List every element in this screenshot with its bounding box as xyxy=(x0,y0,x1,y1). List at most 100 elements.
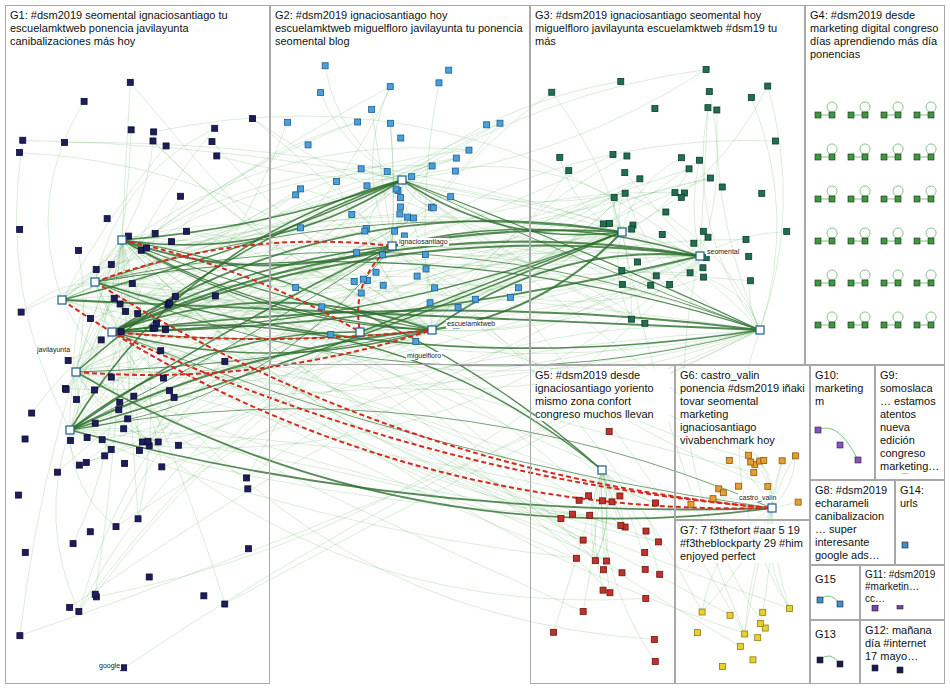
vertex xyxy=(600,587,606,593)
vertex xyxy=(914,322,920,328)
group-panel: G2: #dsm2019 ignaciosantiago hoy escuela… xyxy=(270,5,530,365)
vertex xyxy=(144,245,150,251)
group-panel: G1: #dsm2019 seomental ignaciosantiago t… xyxy=(5,5,270,684)
network-link xyxy=(225,330,432,362)
vertex xyxy=(652,106,658,112)
hub-vertex xyxy=(356,328,364,336)
hub-vertex xyxy=(618,228,626,236)
vertex xyxy=(362,228,368,234)
vertex xyxy=(862,196,868,202)
vertex xyxy=(92,591,98,597)
group-panel: G4: #dsm2019 desde marketing digital con… xyxy=(805,5,945,365)
group-heading: G1: #dsm2019 seomental ignaciosantiago t… xyxy=(10,9,265,48)
network-link xyxy=(402,180,433,208)
network-link xyxy=(700,232,787,257)
vertex xyxy=(829,322,835,328)
vertex-label: ignaciosantiago xyxy=(398,238,449,246)
vertex xyxy=(358,166,364,172)
network-link xyxy=(402,180,433,208)
vertex xyxy=(549,89,555,95)
vertex xyxy=(727,612,733,618)
vertex xyxy=(497,120,503,126)
vertex xyxy=(815,238,821,244)
hub-vertex xyxy=(91,278,99,286)
vertex xyxy=(792,453,798,459)
vertex-label: seomental xyxy=(706,248,740,256)
group-heading: G10: marketing m xyxy=(815,369,870,408)
vertex xyxy=(293,192,299,198)
group-panel: G7: 7 f3thefort #aar 5 19 #f3theblockpar… xyxy=(675,520,810,684)
group-heading: G13 xyxy=(815,628,836,641)
strong-link xyxy=(402,180,622,235)
hub-vertex xyxy=(72,368,80,376)
network-link xyxy=(141,180,402,250)
vertex xyxy=(748,459,754,465)
vertex xyxy=(351,278,357,284)
vertex xyxy=(748,95,754,101)
vertex xyxy=(862,322,868,328)
network-link xyxy=(112,150,469,332)
vertex xyxy=(318,90,324,96)
vertex xyxy=(135,516,141,522)
vertex xyxy=(380,282,386,288)
vertex xyxy=(76,247,82,253)
vertex xyxy=(624,153,630,159)
vertex xyxy=(765,483,771,489)
vertex xyxy=(848,238,854,244)
vertex xyxy=(398,135,404,141)
vertex xyxy=(737,643,743,649)
network-link xyxy=(79,332,360,612)
vertex xyxy=(360,276,366,282)
network-link xyxy=(70,128,215,430)
group-panel: G9: somoslaca… estamos atentos nueva edi… xyxy=(875,365,945,480)
network-link xyxy=(48,101,84,300)
vertex xyxy=(429,163,435,169)
reciprocal-link xyxy=(122,240,360,332)
vertex xyxy=(848,154,854,160)
vertex xyxy=(20,137,26,143)
vertex xyxy=(618,78,624,84)
vertex xyxy=(720,490,726,496)
vertex xyxy=(87,529,93,535)
vertex xyxy=(726,457,732,463)
strong-link xyxy=(112,325,602,470)
vertex xyxy=(209,139,215,145)
vertex xyxy=(146,574,152,580)
small-link xyxy=(818,428,858,460)
vertex xyxy=(637,176,643,182)
vertex xyxy=(761,458,767,464)
hub-vertex xyxy=(428,326,436,334)
vertex xyxy=(99,437,105,443)
vertex xyxy=(212,125,218,131)
vertex xyxy=(672,190,678,196)
vertex xyxy=(862,112,868,118)
vertex xyxy=(743,236,749,242)
vertex xyxy=(397,211,403,217)
vertex xyxy=(122,460,128,466)
vertex xyxy=(848,196,854,202)
vertex xyxy=(452,168,458,174)
vertex xyxy=(928,112,934,118)
strong-link xyxy=(70,330,432,430)
vertex xyxy=(872,665,878,671)
vertex xyxy=(73,397,79,403)
reciprocal-link xyxy=(62,300,772,508)
strong-link xyxy=(70,332,360,430)
network-link xyxy=(402,70,706,181)
vertex xyxy=(369,106,375,112)
reciprocal-link xyxy=(358,246,392,332)
vertex xyxy=(448,194,454,200)
network-link xyxy=(76,372,573,514)
vertex xyxy=(108,446,114,452)
vertex xyxy=(298,225,304,231)
vertex xyxy=(703,66,709,72)
vertex xyxy=(508,294,514,300)
vertex xyxy=(914,238,920,244)
strong-link xyxy=(62,180,402,300)
reciprocal-link xyxy=(95,242,392,282)
vertex xyxy=(222,601,228,607)
vertex xyxy=(125,416,131,422)
group-panel: G5: #dsm2019 desde ignaciosantiago yorie… xyxy=(530,365,675,684)
vertex xyxy=(719,184,725,190)
